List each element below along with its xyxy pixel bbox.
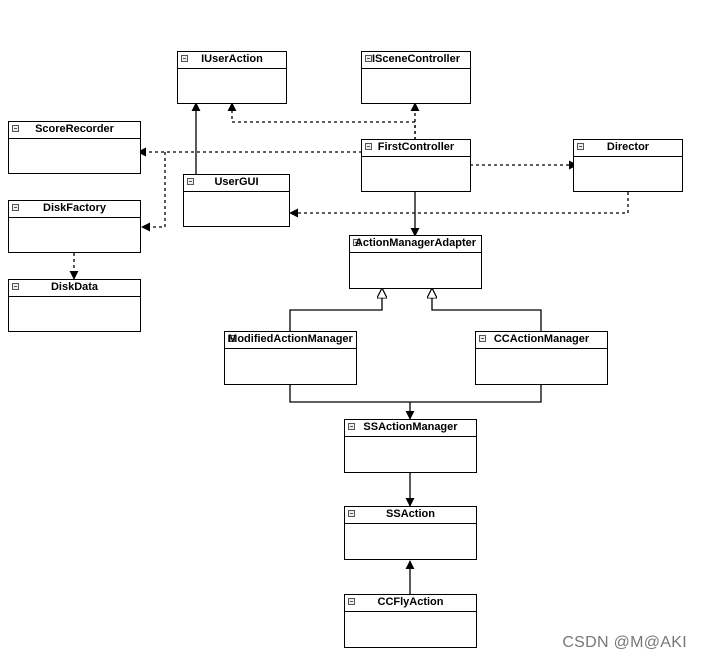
edge-firstcontroller-iuseraction	[227, 102, 416, 140]
class-box-iscenecontroller[interactable]: ISceneController	[361, 51, 471, 104]
class-box-ccflyaction[interactable]: CCFlyAction	[344, 594, 477, 648]
collapse-icon[interactable]	[348, 423, 355, 430]
edge-ccaction-adapter	[432, 289, 542, 332]
class-box-diskfactory[interactable]: DiskFactory	[8, 200, 141, 253]
collapse-icon[interactable]	[187, 178, 194, 185]
class-name: SSActionManager	[363, 421, 458, 433]
class-name: DiskFactory	[43, 202, 106, 214]
class-name: CCFlyAction	[377, 596, 444, 608]
class-box-ssaction[interactable]: SSAction	[344, 506, 477, 560]
class-name: UserGUI	[214, 176, 259, 188]
edge-managers-ssactionmanager-join	[289, 384, 542, 403]
collapse-icon[interactable]	[365, 55, 372, 62]
class-box-diskdata[interactable]: DiskData	[8, 279, 141, 332]
class-box-ssactionmanager[interactable]: SSActionManager	[344, 419, 477, 473]
edge-firstcontroller-diskfactory	[141, 152, 166, 232]
class-box-iuseraction[interactable]: IUserAction	[177, 51, 287, 104]
collapse-icon[interactable]	[228, 335, 235, 342]
class-name: SSAction	[386, 508, 435, 520]
collapse-icon[interactable]	[479, 335, 486, 342]
class-box-director[interactable]: Director	[573, 139, 683, 192]
collapse-icon[interactable]	[348, 510, 355, 517]
collapse-icon[interactable]	[181, 55, 188, 62]
class-name: FirstController	[377, 141, 455, 153]
class-box-scorerecorder[interactable]: ScoreRecorder	[8, 121, 141, 174]
class-name: DiskData	[50, 281, 99, 293]
collapse-icon[interactable]	[365, 143, 372, 150]
class-box-ccactionmanager[interactable]: CCActionManager	[475, 331, 608, 385]
class-box-usergui[interactable]: UserGUI	[183, 174, 290, 227]
collapse-icon[interactable]	[348, 598, 355, 605]
edge-modified-adapter	[289, 289, 382, 332]
collapse-icon[interactable]	[353, 239, 360, 246]
collapse-icon[interactable]	[12, 204, 19, 211]
class-name: ISceneController	[371, 53, 461, 65]
collapse-icon[interactable]	[577, 143, 584, 150]
class-box-actionmanageradapter[interactable]: ActionManagerAdapter	[349, 235, 482, 289]
collapse-icon[interactable]	[12, 125, 19, 132]
class-name: CCActionManager	[493, 333, 590, 345]
class-name: IUserAction	[201, 53, 263, 65]
class-name: ScoreRecorder	[35, 123, 114, 135]
class-name: ModifiedActionManager	[228, 333, 353, 345]
edge-director-usergui	[289, 192, 629, 218]
class-box-firstcontroller[interactable]: FirstController	[361, 139, 471, 192]
class-name: Director	[606, 141, 650, 153]
class-name: ActionManagerAdapter	[354, 237, 477, 249]
watermark: CSDN @M@AKI	[562, 634, 687, 651]
collapse-icon[interactable]	[12, 283, 19, 290]
class-box-modifiedactionmanager[interactable]: ModifiedActionManager	[224, 331, 357, 385]
